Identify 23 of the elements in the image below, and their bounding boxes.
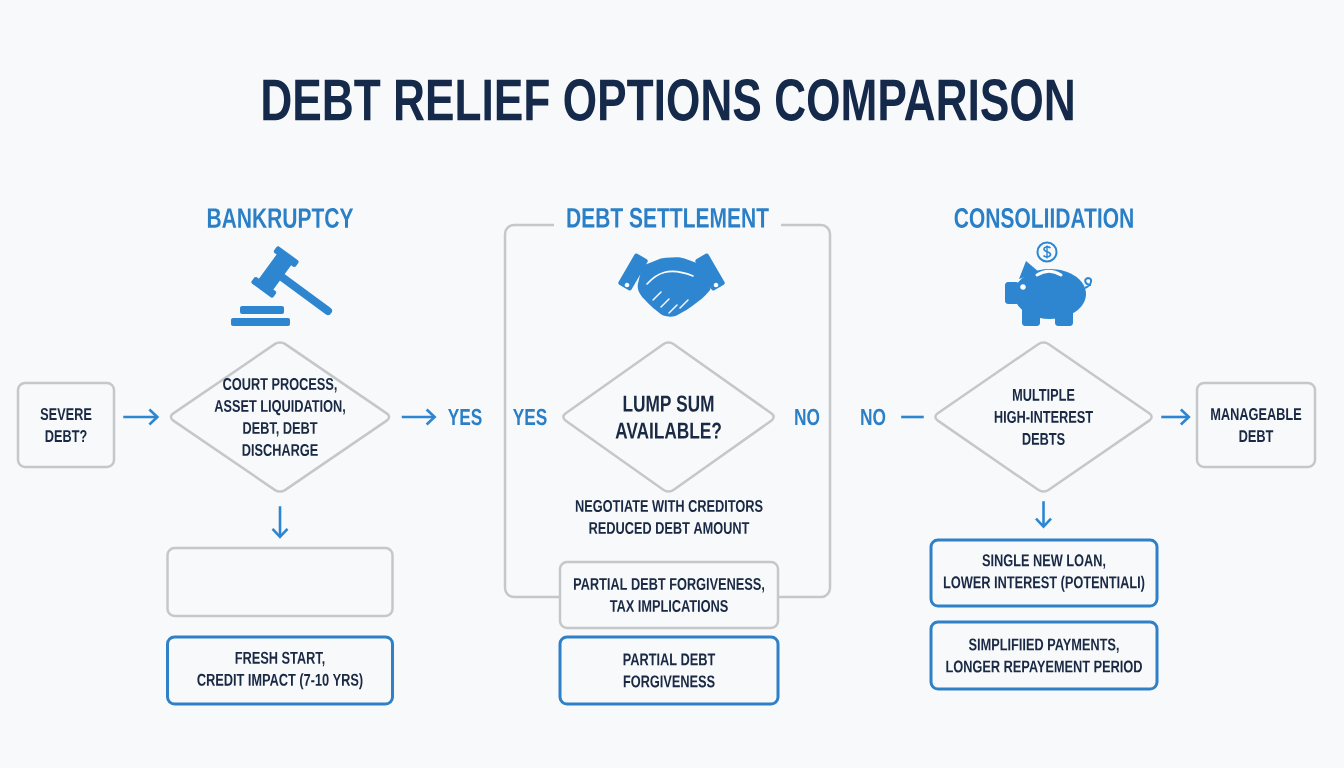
arrow (1161, 408, 1191, 426)
branch-label: NO (861, 408, 886, 426)
empty-box (166, 546, 394, 618)
outcome-box: SINGLE NEW LOAN, LOWER INTEREST (POTENTIALI) (929, 538, 1159, 608)
arrow (401, 408, 437, 426)
outcome-box: SIMPLIFIIED PAYMENTS, LONGER REPAYEMENT PERIOD (929, 620, 1159, 691)
branch-label: YES (513, 408, 547, 426)
branch-label: YES (448, 408, 482, 426)
node-label: DEBT SETTLEMENT (567, 207, 769, 228)
note-text: NEGOTIATE WITH CREDITORS REDUCED DEBT AMOUNT (575, 500, 763, 534)
column-heading: BANKRUPTCY (207, 208, 354, 228)
branch-label: NO (795, 408, 820, 426)
arrow (1035, 501, 1052, 529)
process-box: PARTIAL DEBT FORGIVENESS, TAX IMPLICATIONS (558, 560, 780, 630)
outcome-box: PARTIAL DEBT FORGIVENESS (558, 635, 780, 706)
process-box: MANAGEABLE DEBT (1195, 381, 1317, 469)
column-heading: CONSOLIIDATION (954, 208, 1133, 228)
connector-line (901, 415, 924, 419)
process-box: SEVERE DEBT? (16, 381, 116, 469)
arrow (123, 408, 160, 426)
title: DEBT RELIEF OPTIONS COMPARISON (263, 79, 1073, 121)
arrow (271, 506, 289, 539)
outcome-box: FRESH START, CREDIT IMPACT (7-10 YRS) (166, 635, 394, 706)
